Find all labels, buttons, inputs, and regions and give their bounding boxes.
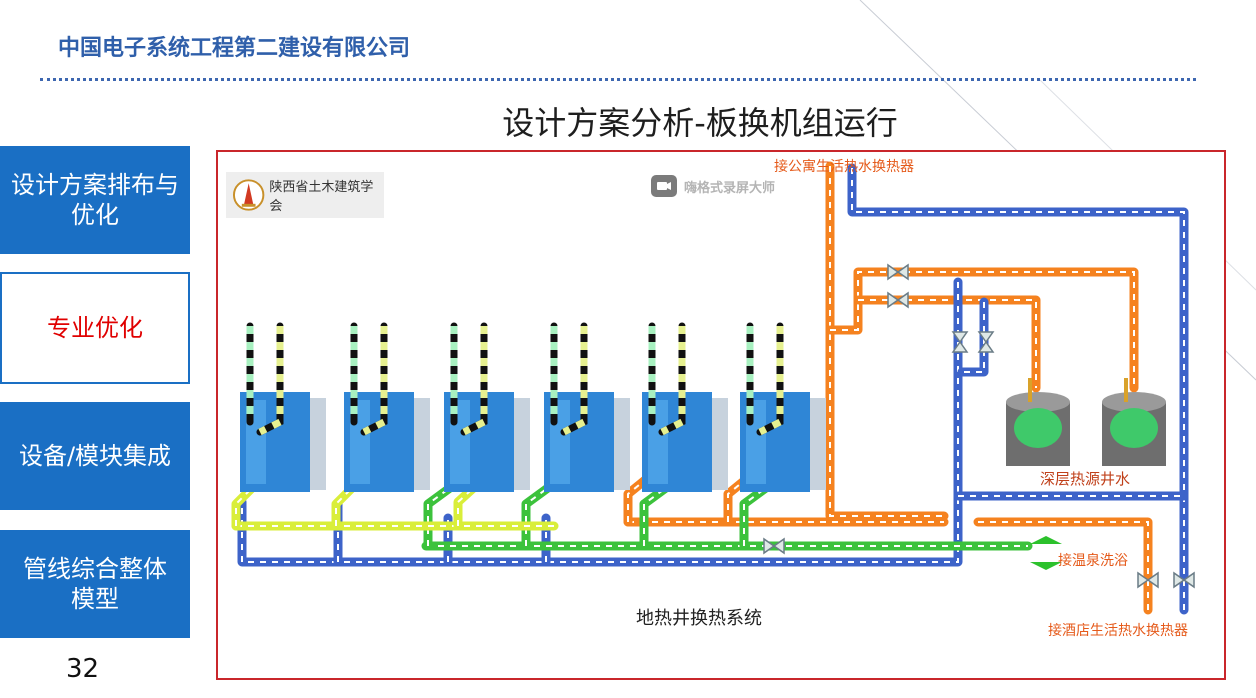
page-number: 32 bbox=[66, 654, 100, 684]
deep-well-2-probe bbox=[1124, 378, 1128, 402]
arrow-hotspring-up bbox=[1030, 536, 1062, 544]
label-hot-spring: 接温泉洗浴 bbox=[1058, 553, 1128, 569]
camera-icon bbox=[651, 175, 677, 197]
deep-well-2-top bbox=[1102, 392, 1166, 412]
recorder-watermark: 嗨格式录屏大师 bbox=[650, 174, 775, 198]
deep-well-1-probe bbox=[1028, 378, 1032, 402]
header-divider bbox=[40, 78, 1196, 81]
deep-well-2-water bbox=[1110, 408, 1158, 448]
orange-riser-apartment bbox=[825, 161, 949, 521]
orange-loop-upper-flow bbox=[830, 271, 1135, 388]
sidebar-item-pipeline-model[interactable]: 管线综合整体模型 bbox=[0, 530, 190, 638]
society-logo: 陕西省土木建筑学会 bbox=[226, 172, 384, 218]
label-deep-well: 深层热源井水 bbox=[1040, 470, 1131, 488]
watermark-text: 嗨格式录屏大师 bbox=[684, 180, 776, 196]
plate-heat-exchanger-5-frame bbox=[712, 398, 728, 490]
plate-heat-exchanger-3-frame bbox=[514, 398, 530, 490]
valve-hotel-return bbox=[1173, 571, 1195, 589]
heat-exchange-diagram: 陕西省土木建筑学会 嗨格式录屏大师 接公寓生活热水换热器 深层热源井水 接温泉洗… bbox=[216, 150, 1226, 680]
green-riser-5-flow bbox=[643, 481, 675, 546]
plate-heat-exchanger-6-outlet-stripe bbox=[758, 326, 784, 436]
society-name: 陕西省土木建筑学会 bbox=[269, 180, 374, 214]
green-riser-3-flow bbox=[427, 481, 459, 546]
orange-loop-lower-flow bbox=[858, 299, 1037, 388]
sidebar-item-layout-optimization[interactable]: 设计方案排布与优化 bbox=[0, 146, 190, 254]
company-name: 中国电子系统工程第二建设有限公司 bbox=[58, 36, 411, 61]
green-riser-4-flow bbox=[525, 481, 557, 546]
plate-heat-exchanger-2-frame bbox=[414, 398, 430, 490]
plate-heat-exchanger-6-frame bbox=[810, 398, 826, 490]
sidebar-item-professional-optimization[interactable]: 专业优化 bbox=[0, 272, 190, 384]
yellow-riser-3-flow bbox=[457, 481, 481, 526]
green-riser-6-flow bbox=[743, 481, 775, 546]
valve-well-2 bbox=[977, 331, 995, 353]
valve-upper-loop bbox=[887, 263, 909, 281]
plate-heat-exchanger-1-frame bbox=[310, 398, 326, 490]
orange-riser-6-flow bbox=[727, 475, 751, 522]
valve-well-1 bbox=[951, 331, 969, 353]
label-hotel-hx: 接酒店生活热水换热器 bbox=[1048, 623, 1188, 639]
blue-apartment-return-flow bbox=[851, 168, 1185, 610]
blue-well-branch-flow bbox=[962, 302, 985, 373]
blue-main-return-flow bbox=[241, 282, 959, 563]
orange-riser-5-flow bbox=[627, 475, 651, 522]
plate-heat-exchanger-4-outlet-stripe bbox=[562, 326, 588, 436]
valve-hotel-supply bbox=[1137, 571, 1159, 589]
label-apartment-hx: 接公寓生活热水换热器 bbox=[774, 159, 914, 175]
blue-well-branch bbox=[957, 297, 989, 377]
plate-heat-exchanger-4-frame bbox=[614, 398, 630, 490]
slide-title: 设计方案分析-板换机组运行 bbox=[502, 104, 898, 142]
pipe-network bbox=[231, 161, 1195, 615]
label-system-name: 地热井换热系统 bbox=[636, 608, 762, 629]
plate-heat-exchanger-5-outlet-stripe bbox=[660, 326, 686, 436]
valve-lower-loop bbox=[887, 291, 909, 309]
deep-well-1-water bbox=[1014, 408, 1062, 448]
society-emblem-icon bbox=[232, 179, 265, 211]
valve-hotspring bbox=[763, 537, 785, 555]
sidebar-item-equipment-integration[interactable]: 设备/模块集成 bbox=[0, 402, 190, 510]
orange-riser-apartment-flow bbox=[829, 166, 944, 517]
deep-well-1-top bbox=[1006, 392, 1070, 412]
plate-heat-exchanger-3-outlet-stripe bbox=[462, 326, 488, 436]
orange-loop-lower bbox=[853, 295, 1041, 393]
plate-heat-exchanger-2-outlet-stripe bbox=[362, 326, 388, 436]
plate-heat-exchanger-1-outlet-stripe bbox=[258, 326, 284, 436]
arrow-hotspring-down bbox=[1030, 562, 1062, 570]
